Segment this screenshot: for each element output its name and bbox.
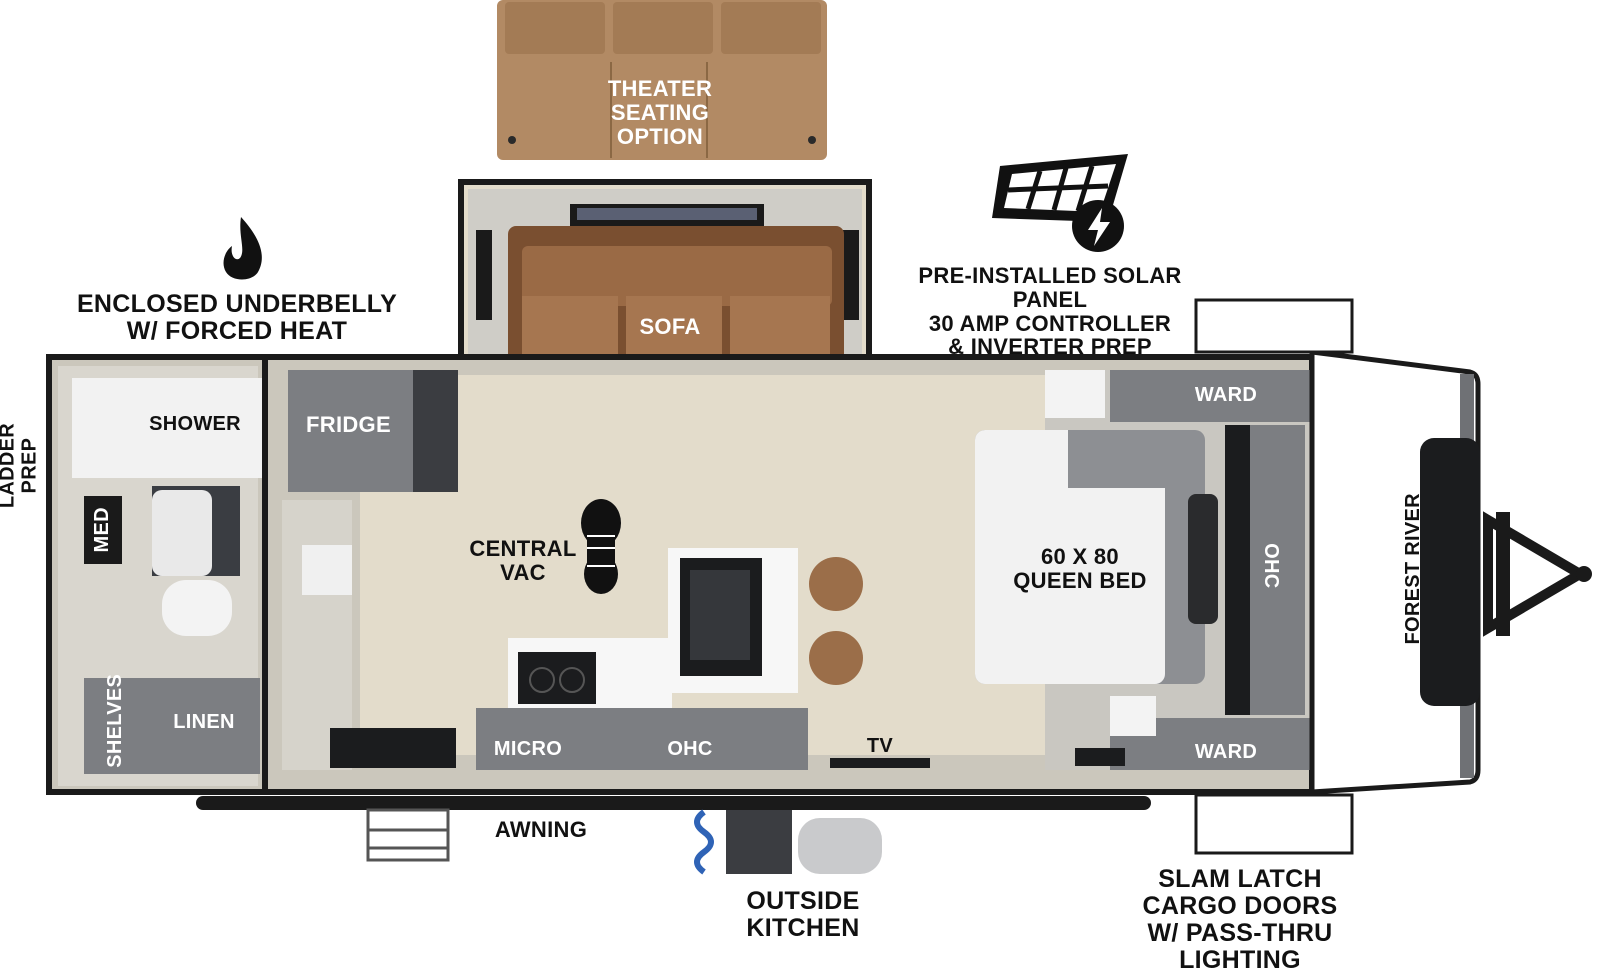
fridge-label: FRIDGE	[306, 412, 391, 437]
ward-top-label: WARD	[1194, 384, 1258, 406]
shower-label: SHOWER	[149, 413, 241, 435]
outside-kitchen	[694, 809, 882, 875]
awning	[196, 796, 1151, 862]
med-label: MED	[91, 507, 114, 553]
ward-bottom-label: WARD	[1194, 741, 1258, 763]
outside-kitchen-label: OUTSIDE KITCHEN	[746, 887, 860, 942]
awning-label: AWNING	[494, 817, 588, 842]
bedroom-ohc-label: OHC	[1259, 543, 1282, 589]
underbelly-label: ENCLOSED UNDERBELLY W/ FORCED HEAT	[76, 290, 398, 345]
brand-label: FOREST RIVER	[1402, 493, 1425, 645]
shelves-label: SHELVES	[104, 673, 127, 768]
linen-label: LINEN	[173, 711, 235, 733]
central-vac-label: CENTRAL VAC	[469, 536, 577, 585]
cargo-doors	[1194, 298, 1354, 855]
kitchen-ohc-label: OHC	[667, 738, 713, 760]
solar-panel-icon	[992, 154, 1128, 252]
theater-seating-label: THEATER SEATING OPTION	[607, 76, 713, 149]
micro-label: MICRO	[493, 738, 563, 760]
ladder-prep-label: LADDER PREP	[0, 423, 40, 509]
trailer-body	[46, 354, 1315, 795]
sofa-label: SOFA	[639, 314, 701, 339]
front-cap	[1309, 349, 1592, 795]
theater-seating	[497, 0, 827, 160]
bed-label: 60 X 80 QUEEN BED	[1013, 544, 1147, 593]
tv-label: TV	[866, 735, 894, 757]
cargo-doors-label: SLAM LATCH CARGO DOORS W/ PASS-THRU LIGH…	[1142, 865, 1338, 974]
solar-label: PRE-INSTALLED SOLAR PANEL 30 AMP CONTROL…	[918, 263, 1182, 360]
flame-icon	[223, 217, 262, 280]
boot-icon	[581, 499, 621, 594]
